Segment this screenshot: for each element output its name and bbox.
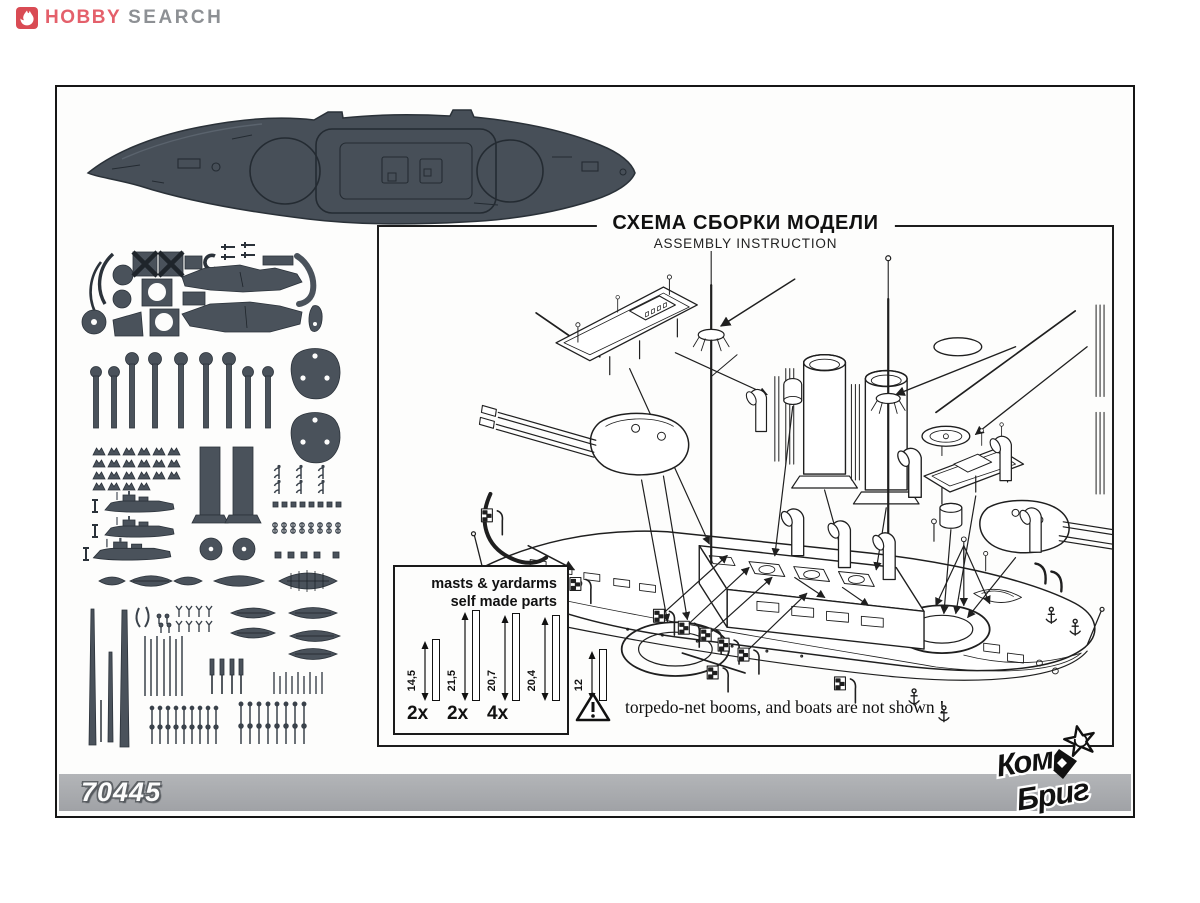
mast-bar: [552, 615, 560, 701]
rod-qty-label: 4x: [487, 703, 509, 724]
assembly-title: СХЕМА СБОРКИ МОДЕЛИ ASSEMBLY INSTRUCTION: [596, 212, 895, 251]
mast-bar: [432, 639, 440, 701]
mast-rods-row: 14,5 2x 21,5 2x: [406, 610, 607, 727]
mast-rod: 21,5 2x: [446, 610, 480, 727]
flame-badge-icon: [16, 7, 38, 29]
mast-bar: [599, 649, 607, 701]
dimension-arrow: [541, 617, 549, 701]
instruction-sheet: СХЕМА СБОРКИ МОДЕЛИ ASSEMBLY INSTRUCTION: [55, 85, 1135, 818]
resin-parts-panel: [81, 242, 342, 748]
masts-yardarms-box: masts & yardarms self made parts 14,5 2x: [393, 565, 607, 735]
mast-rod: 20,7 4x: [486, 613, 520, 727]
assembly-title-ru: СХЕМА СБОРКИ МОДЕЛИ: [612, 212, 879, 234]
resin-hull-top-view: [86, 109, 636, 225]
mast-rod: 20,4: [526, 615, 560, 727]
mast-bar: [512, 613, 520, 701]
rod-qty-label: 2x: [447, 703, 469, 724]
warning-text: torpedo-net booms, and boats are not sho…: [625, 696, 945, 717]
rod-length-label: 14,5: [406, 669, 418, 691]
product-code-bar: 70445: [59, 774, 1131, 811]
warning-note: torpedo-net booms, and boats are not sho…: [575, 691, 945, 723]
rod-length-label: 20,4: [526, 669, 538, 691]
mast-bar: [472, 610, 480, 701]
diagram-linework: [470, 239, 1112, 723]
masts-title-line1: masts & yardarms: [431, 576, 557, 592]
mast-rod: 14,5 2x: [406, 639, 440, 727]
masts-box-title: masts & yardarms self made parts: [431, 575, 557, 611]
assembly-instruction-box: СХЕМА СБОРКИ МОДЕЛИ ASSEMBLY INSTRUCTION: [377, 212, 1114, 747]
warning-triangle-icon: [575, 692, 611, 722]
dimension-arrow: [501, 615, 509, 701]
rod-length-label: 20,7: [486, 669, 498, 691]
assembly-title-en: ASSEMBLY INSTRUCTION: [653, 236, 838, 251]
dimension-arrow: [461, 612, 469, 701]
rod-length-label: 12: [573, 678, 585, 691]
hobby-search-logo[interactable]: HOBBY SEARCH: [16, 7, 223, 29]
rod-length-label: 21,5: [446, 669, 458, 691]
dimension-arrow: [421, 641, 429, 701]
exploded-ship-diagram: [470, 239, 1112, 723]
brand-secondary: SEARCH: [128, 7, 224, 28]
brand-primary: HOBBY: [45, 7, 122, 28]
rod-qty-label: 2x: [407, 703, 429, 724]
masts-title-line2: self made parts: [450, 594, 557, 611]
soviet-star-icon: [1047, 725, 1095, 779]
product-code: 70445: [81, 777, 162, 807]
kombrig-logo: Ком Бриг: [993, 725, 1095, 815]
